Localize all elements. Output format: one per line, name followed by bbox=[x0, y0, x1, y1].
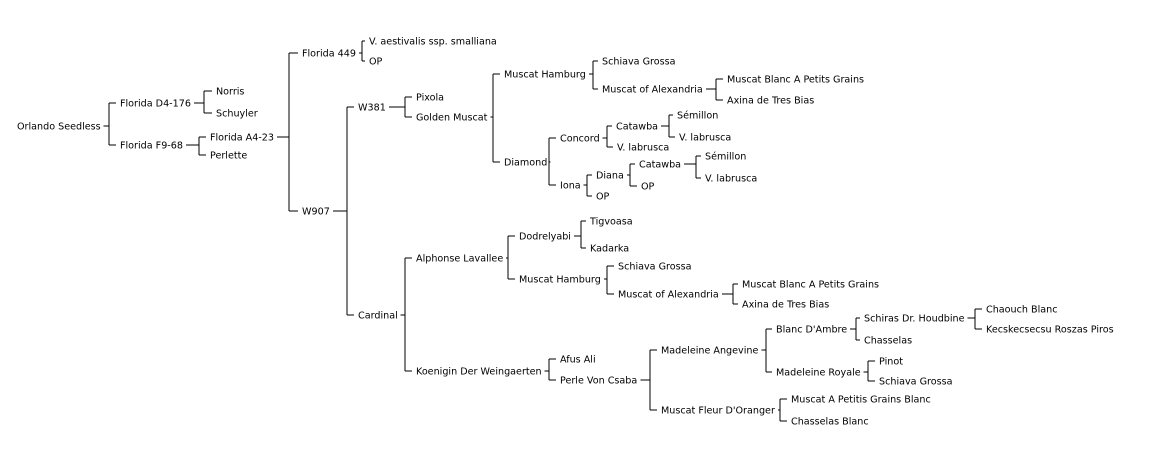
node-perle-von-csaba: Perle Von Csaba bbox=[560, 376, 637, 387]
node-w381: W381 bbox=[358, 103, 386, 114]
node-koenigin-der-weingaerten: Koenigin Der Weingaerten bbox=[416, 367, 542, 378]
node-catawba: Catawba bbox=[616, 122, 658, 133]
node-florida-a4-23: Florida A4-23 bbox=[210, 133, 274, 144]
node-alphonse-lavallee: Alphonse Lavallee bbox=[416, 254, 503, 265]
tree-labels: Orlando Seedless Florida D4-176 NorrisSchu… bbox=[17, 37, 1114, 428]
node-v-labrusca: V. labrusca bbox=[705, 174, 757, 185]
node-muscat-of-alexandria: Muscat of Alexandria bbox=[602, 85, 703, 96]
node-muscat-of-alexandria: Muscat of Alexandria bbox=[618, 290, 719, 301]
node-florida-d4-176: Florida D4-176 bbox=[120, 99, 191, 110]
node-florida-f9-68: Florida F9-68 bbox=[120, 141, 183, 152]
node-axina-de-tres-bias: Axina de Tres Bias bbox=[742, 300, 829, 311]
node-muscat-fleur-d-oranger: Muscat Fleur D'Oranger bbox=[661, 406, 775, 417]
node-muscat-a-petitis-grains-blanc: Muscat A Petitis Grains Blanc bbox=[791, 395, 931, 406]
node-chaouch-blanc: Chaouch Blanc bbox=[986, 305, 1058, 316]
node-tigvoasa: Tigvoasa bbox=[589, 217, 633, 228]
node-v-labrusca: V. labrusca bbox=[679, 133, 731, 144]
node-semillon: Sémillon bbox=[677, 110, 718, 122]
node-concord: Concord bbox=[560, 134, 600, 145]
node-op: OP bbox=[369, 57, 383, 68]
node-florida-449: Florida 449 bbox=[302, 49, 356, 60]
node-muscat-hamburg: Muscat Hamburg bbox=[504, 70, 586, 81]
node-schiava-grossa: Schiava Grossa bbox=[618, 262, 692, 273]
node-catawba: Catawba bbox=[639, 160, 681, 171]
node-w907: W907 bbox=[302, 207, 330, 218]
node-dodrelyabi: Dodrelyabi bbox=[519, 232, 571, 243]
node-kecskecsecsu-roszas-piros: Kecskecsecsu Roszas Piros bbox=[986, 325, 1114, 336]
node-op: OP bbox=[596, 192, 610, 203]
node-pixola: Pixola bbox=[416, 93, 444, 104]
node-madeleine-royale: Madeleine Royale bbox=[776, 368, 861, 379]
node-perlette: Perlette bbox=[210, 151, 247, 162]
node-schiava-grossa: Schiava Grossa bbox=[602, 57, 676, 68]
node-op: OP bbox=[641, 182, 655, 193]
node-madeleine-angevine: Madeleine Angevine bbox=[661, 346, 758, 357]
node-muscat-blanc-a-petits-grains: Muscat Blanc A Petits Grains bbox=[727, 75, 864, 86]
node-muscat-hamburg: Muscat Hamburg bbox=[519, 275, 601, 286]
node-pinot: Pinot bbox=[879, 357, 903, 368]
node-v-aestivalis-ssp-smalliana: V. aestivalis ssp. smalliana bbox=[369, 37, 497, 48]
node-golden-muscat: Golden Muscat bbox=[416, 113, 488, 124]
node-iona: Iona bbox=[560, 181, 581, 192]
node-diana: Diana bbox=[596, 171, 624, 182]
node-cardinal: Cardinal bbox=[358, 311, 398, 322]
tree-connectors bbox=[103, 40, 982, 422]
node-v-labrusca: V. labrusca bbox=[617, 143, 669, 154]
node-muscat-blanc-a-petits-grains: Muscat Blanc A Petits Grains bbox=[742, 280, 879, 291]
node-schiras-dr-houdbine: Schiras Dr. Houdbine bbox=[864, 314, 965, 325]
node-schiava-grossa: Schiava Grossa bbox=[879, 377, 953, 388]
node-chasselas-blanc: Chasselas Blanc bbox=[791, 417, 869, 428]
node-diamond: Diamond bbox=[504, 158, 547, 169]
node-semillon: Sémillon bbox=[705, 151, 746, 163]
node-axina-de-tres-bias: Axina de Tres Bias bbox=[727, 96, 814, 107]
node-chasselas: Chasselas bbox=[864, 336, 912, 347]
node-afus-ali: Afus Ali bbox=[560, 355, 596, 366]
node-kadarka: Kadarka bbox=[590, 244, 629, 255]
node-norris: Norris bbox=[216, 87, 244, 98]
node-orlando-seedless: Orlando Seedless bbox=[17, 122, 101, 133]
node-blanc-d-ambre: Blanc D'Ambre bbox=[776, 325, 847, 336]
node-schuyler: Schuyler bbox=[216, 109, 258, 120]
